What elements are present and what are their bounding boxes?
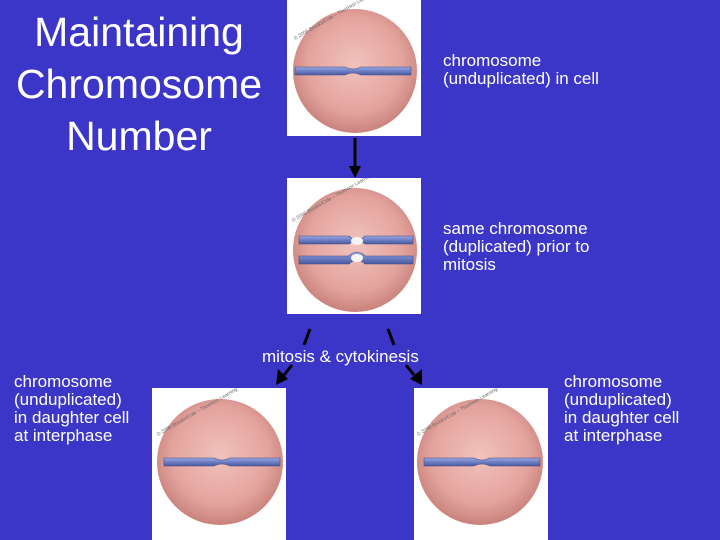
title-line-3: Number [66, 113, 212, 159]
chromosome-unduplicated [163, 457, 281, 467]
chromosome-unduplicated [423, 457, 541, 467]
title-line-2: Chromosome [15, 61, 263, 107]
arrow-to-right-daughter [386, 328, 422, 385]
cell-panel-top: © 2006 Brooks/Cole – Thomson Learning [287, 0, 421, 136]
label-middle: same chromosome (duplicated) prior to mi… [443, 219, 590, 274]
title-line-1: Maintaining [34, 9, 244, 55]
cell-panel-left-daughter: © 2006 Brooks/Cole – Thomson Learning [152, 388, 286, 540]
cell-panel-right-daughter: © 2006 Brooks/Cole – Thomson Learning [414, 388, 548, 540]
label-right: chromosome (unduplicated) in daughter ce… [564, 372, 680, 445]
slide-title: Maintaining Chromosome Number [0, 6, 278, 162]
arrow-to-left-daughter [276, 328, 312, 385]
cell-panel-middle: © 2006 Brooks/Cole – Thomson Learning [287, 178, 421, 314]
centromere-lower [351, 254, 363, 262]
cell-membrane [293, 188, 417, 312]
chromosome-unduplicated [294, 66, 412, 76]
label-top: chromosome (unduplicated) in cell [443, 51, 599, 88]
arrow-down [349, 138, 361, 178]
label-process: mitosis & cytokinesis [262, 347, 419, 366]
label-left: chromosome (unduplicated) in daughter ce… [14, 372, 130, 445]
centromere-upper [351, 237, 363, 245]
